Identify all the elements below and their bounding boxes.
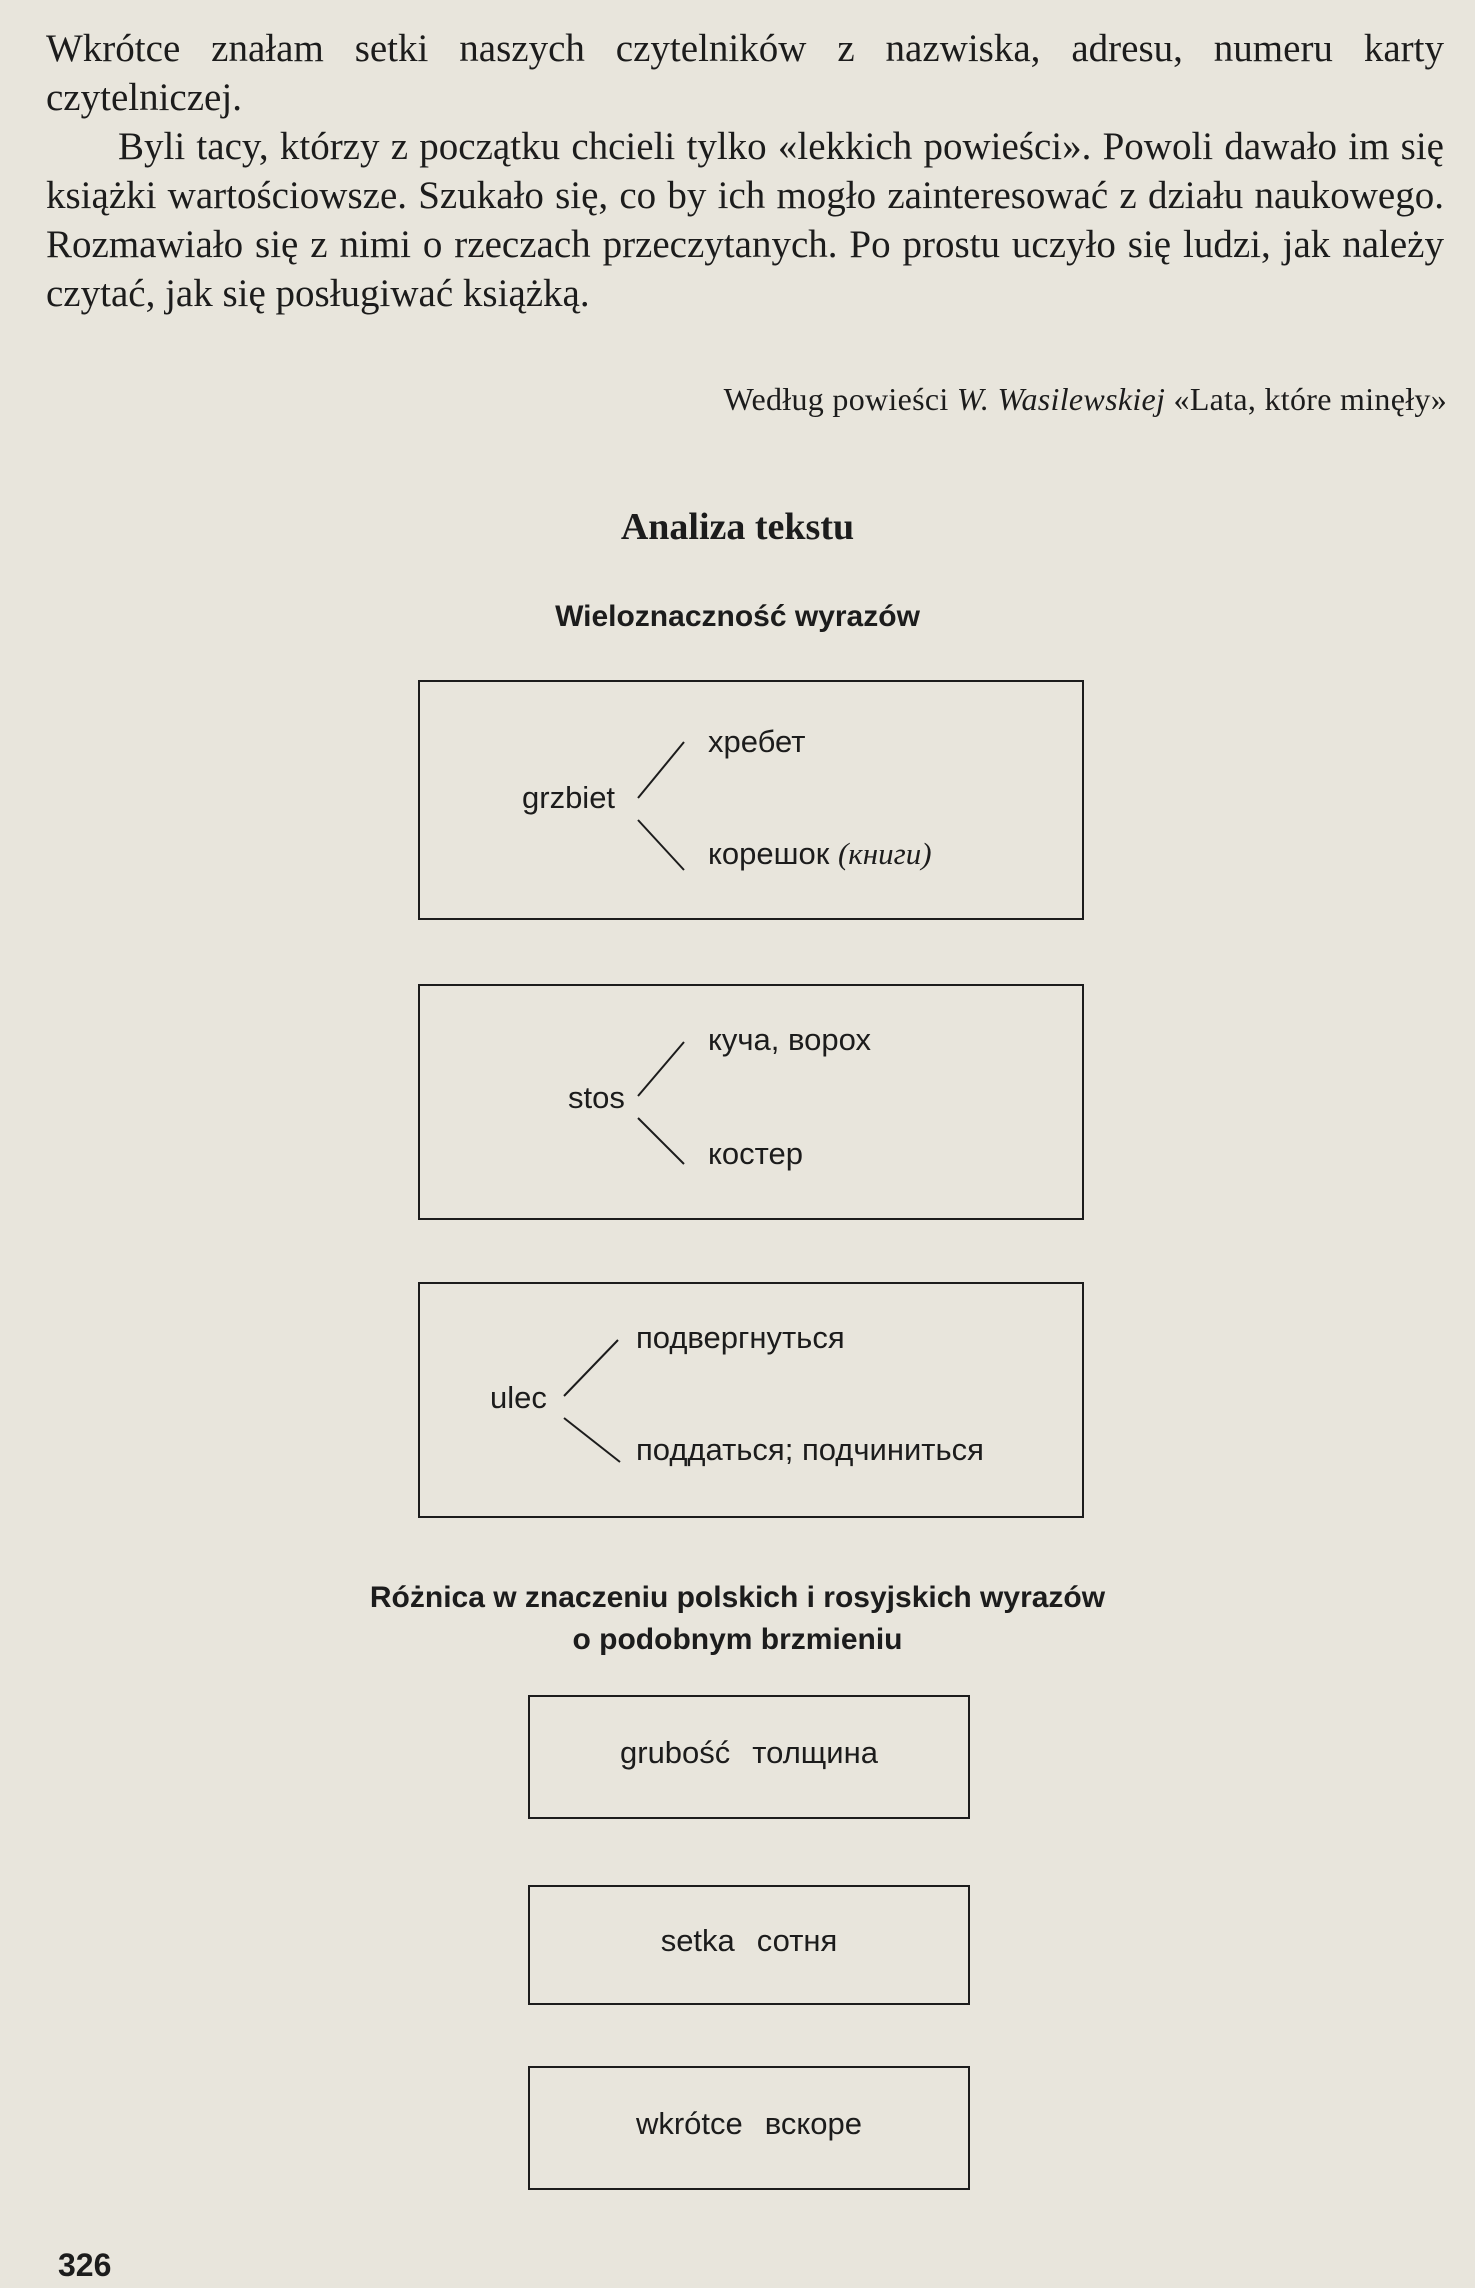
polysemy-box-ulec: ulec подвергнуться поддаться; подчинитьс…	[418, 1282, 1084, 1518]
meaning-stos-2: костер	[708, 1136, 803, 1171]
polish-word: grubość	[620, 1735, 731, 1770]
polish-word: wkrótce	[635, 2106, 743, 2141]
branch-lines	[637, 741, 685, 871]
meaning-grzbiet-2: корешок (книги)	[708, 836, 932, 871]
meaning-stos-1: куча, ворох	[708, 1022, 872, 1057]
polysemy-box-stos: stos куча, ворох костер	[418, 984, 1084, 1220]
analysis-title: Analiza tekstu	[620, 506, 855, 548]
word-pair: wkrótce вскоре	[530, 2106, 968, 2142]
russian-word: сотня	[756, 1923, 838, 1958]
meaning-ulec-1: подвергнуться	[636, 1320, 845, 1355]
source-author: W. Wasilewskiej	[956, 381, 1166, 417]
meaning-grzbiet-1: хребет	[708, 724, 806, 759]
word-ulec: ulec	[490, 1380, 547, 1415]
page-number: 326	[58, 2247, 112, 2283]
pair-box-grubosc: grubość толщина	[528, 1695, 970, 1819]
source-citation: Według powieści W. Wasilewskiej «Lata, k…	[724, 381, 1447, 418]
polish-word: setka	[660, 1923, 735, 1958]
pair-box-setka: setka сотня	[528, 1885, 970, 2005]
difference-title-line1: Różnica w znaczeniu polskich i rosyjskic…	[369, 1581, 1106, 1614]
branch-lines	[637, 1041, 685, 1165]
paragraph-1: Wkrótce znałam setki naszych czytelników…	[46, 27, 1444, 119]
russian-word: толщина	[752, 1735, 878, 1770]
word-stos: stos	[568, 1080, 625, 1115]
word-pair: grubość толщина	[530, 1735, 968, 1771]
branch-lines	[563, 1339, 621, 1463]
source-title: «Lata, które minęły»	[1173, 381, 1447, 417]
polysemy-box-grzbiet: grzbiet хребет корешок (книги)	[418, 680, 1084, 920]
difference-title: Różnica w znaczeniu polskich i rosyjskic…	[0, 1577, 1475, 1661]
source-prefix: Według powieści	[723, 381, 949, 417]
difference-title-line2: o podobnym brzmieniu	[572, 1623, 903, 1656]
word-pair: setka сотня	[530, 1923, 968, 1959]
russian-word: вскоре	[764, 2106, 863, 2141]
paragraph-2: Byli tacy, którzy z początku chcieli tyl…	[46, 125, 1444, 315]
polysemy-title: Wieloznaczność wyrazów	[555, 600, 920, 633]
pair-box-wkrotce: wkrótce вскоре	[528, 2066, 970, 2190]
word-grzbiet: grzbiet	[522, 780, 616, 815]
meaning-ulec-2: поддаться; подчиниться	[636, 1432, 984, 1467]
